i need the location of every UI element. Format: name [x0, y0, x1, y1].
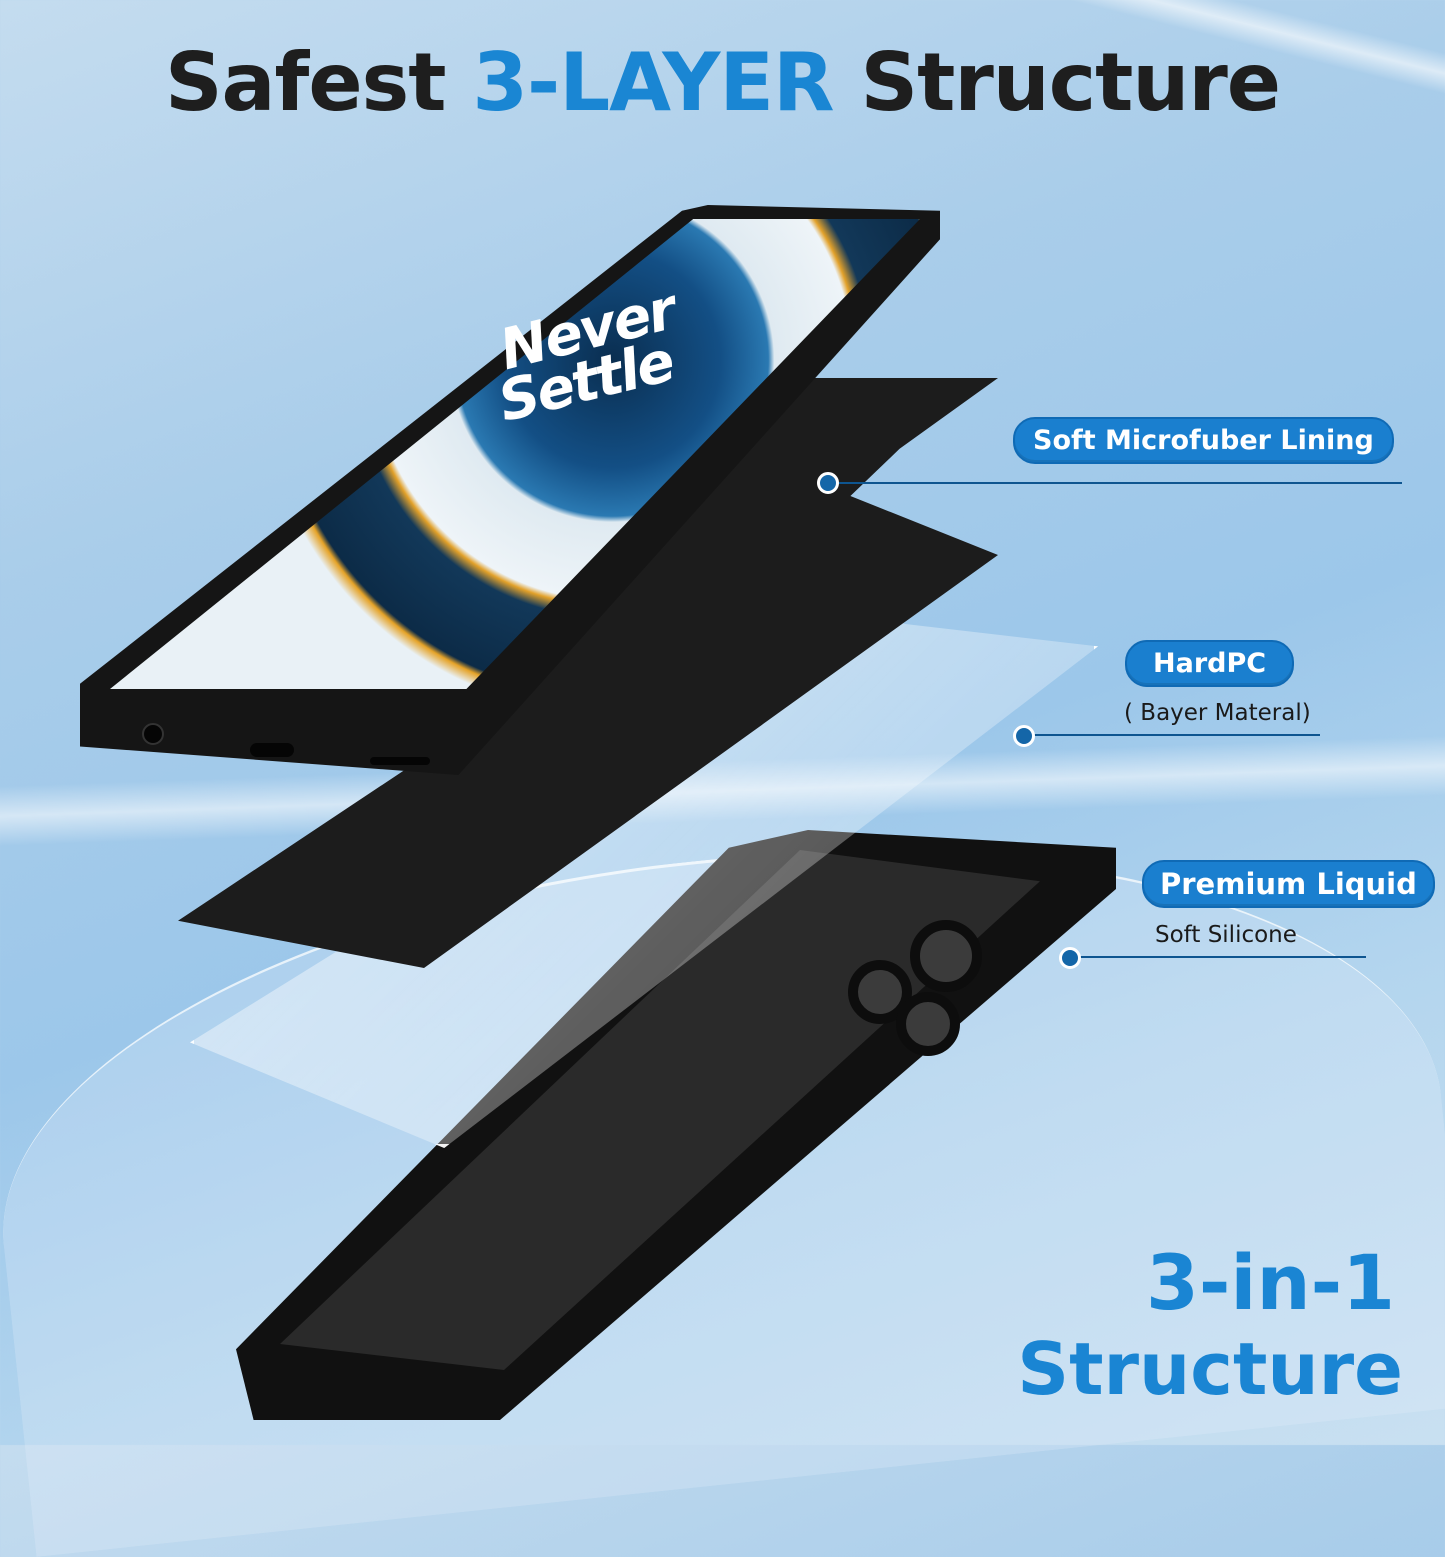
bottom-title: 3-in-1 Structure	[1017, 1238, 1403, 1412]
callout-hardpc-connector	[1030, 734, 1320, 736]
callout-microfiber-dot-icon	[817, 472, 839, 494]
camera-cutout-icon	[896, 992, 960, 1056]
headline: Safest 3-LAYER Structure	[0, 36, 1445, 129]
headline-prefix: Safest	[164, 36, 447, 129]
usb-c-port-icon	[250, 743, 294, 757]
callout-hardpc-dot-icon	[1013, 725, 1035, 747]
phone: Never Settle	[80, 205, 940, 775]
bottom-title-line2: Structure	[1017, 1327, 1403, 1411]
bottom-title-line1: 3-in-1	[1145, 1238, 1395, 1327]
headphone-jack-icon	[142, 723, 164, 745]
callout-hardpc-label: HardPC	[1125, 640, 1295, 687]
callout-microfiber-connector	[836, 482, 1402, 484]
callout-hardpc-subtitle: ( Bayer Materal)	[1124, 700, 1311, 726]
speaker-grille-icon	[370, 757, 430, 765]
phone-screen	[110, 219, 920, 689]
headline-suffix: Structure	[860, 36, 1281, 129]
callout-silicone-label: Premium Liquid	[1142, 860, 1435, 908]
callout-silicone-connector	[1078, 956, 1366, 958]
callout-silicone-subtitle: Soft Silicone	[1155, 922, 1297, 948]
camera-cutout-icon	[910, 920, 982, 992]
callout-silicone-dot-icon	[1059, 947, 1081, 969]
callout-microfiber-label: Soft Microfuber Lining	[1013, 417, 1394, 464]
headline-accent: 3-LAYER	[472, 36, 834, 129]
